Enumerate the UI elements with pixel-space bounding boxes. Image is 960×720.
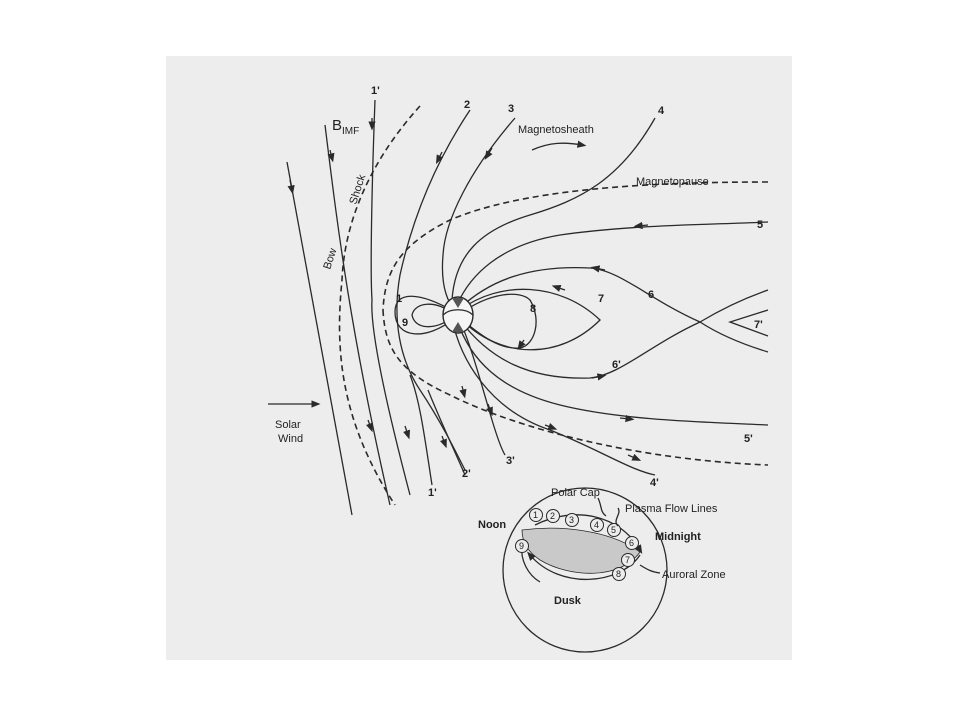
field-line-4prime [451, 317, 656, 476]
svg-text:3: 3 [569, 515, 574, 525]
inset-num-1: 1 [529, 508, 543, 522]
field-line-5 [456, 221, 769, 306]
arrow-line-7 [551, 284, 566, 292]
inset-num-2: 2 [546, 509, 560, 523]
label-2: 2 [464, 99, 470, 111]
extra-line-2prime [427, 389, 466, 476]
inset-num-3: 3 [565, 513, 579, 527]
wind-label: Wind [278, 433, 303, 445]
field-line-2 [396, 109, 471, 471]
label-4: 4 [658, 105, 665, 117]
svg-text:2: 2 [550, 511, 555, 521]
arrow-line-5 [633, 221, 649, 230]
svg-text:8: 8 [616, 569, 621, 579]
plasma-flow-leader [615, 507, 620, 527]
noon-label: Noon [478, 519, 506, 531]
field-line-1-loop [394, 295, 456, 335]
svg-text:4: 4 [594, 520, 599, 530]
figure-panel [166, 56, 792, 660]
inset-num-7: 7 [621, 553, 635, 567]
label-1prime-bottom: 1' [428, 487, 437, 499]
magnetosheath-arrow [531, 140, 587, 151]
svg-text:6: 6 [629, 538, 634, 548]
arrow-line-6 [590, 265, 606, 273]
arrow-line-bimf-low [365, 419, 373, 433]
imf-arrow-2 [327, 149, 335, 163]
field-line-6prime-tail [699, 321, 769, 353]
arrow-line-5prime [619, 414, 635, 423]
arrow-line-8 [517, 339, 526, 350]
label-3prime: 3' [506, 455, 515, 467]
label-4prime: 4' [650, 477, 659, 489]
arrow-line-2 [435, 151, 444, 165]
shock-label: Shock [347, 173, 368, 206]
label-1: 1 [396, 293, 402, 305]
inset-num-9: 9 [515, 539, 529, 553]
imf-arrow-1 [287, 179, 295, 195]
bimf-label: BIMF [332, 117, 359, 137]
label-5: 5 [757, 219, 763, 231]
svg-text:9: 9 [519, 541, 524, 551]
inset-num-6: 6 [625, 536, 639, 550]
field-line-7-loop [459, 288, 601, 351]
svg-text:1: 1 [533, 510, 538, 520]
label-2prime: 2' [462, 468, 471, 480]
auroral-zone-label: Auroral Zone [662, 569, 726, 581]
polar-inset: 1 2 3 4 5 6 7 8 9 Polar Cap Plasma Flow … [478, 487, 726, 653]
solar-label: Solar [275, 419, 301, 431]
arrow-line-mid-low [439, 435, 447, 449]
dusk-label: Dusk [554, 595, 582, 607]
label-9: 9 [402, 317, 408, 329]
arrow-line-sheath-a [544, 422, 558, 430]
imf-line-far-left [286, 161, 353, 516]
label-1prime-top: 1' [371, 85, 380, 97]
earth-north-cusp [452, 298, 464, 308]
magnetopause-label: Magnetopause [636, 176, 709, 188]
magnetopause-upper [382, 181, 769, 311]
field-line-8-loop [459, 293, 537, 349]
earth-south-cusp [452, 322, 464, 332]
earth-terminator [442, 309, 474, 316]
label-5prime: 5' [744, 433, 753, 445]
auroral-zone-band [521, 527, 641, 574]
field-line-4 [451, 117, 656, 301]
label-7prime: 7' [754, 319, 763, 331]
plasma-flow-lines-label: Plasma Flow Lines [625, 503, 718, 515]
field-line-6 [459, 266, 701, 323]
magnetosheath-label: Magnetosheath [518, 124, 594, 136]
arrow-line-6prime [591, 373, 607, 381]
arrow-line-3prime [485, 403, 493, 417]
polar-cap-label: Polar Cap [551, 487, 600, 499]
midnight-label: Midnight [655, 531, 701, 543]
auroral-zone-leader [639, 564, 661, 574]
inset-num-4: 4 [590, 518, 604, 532]
inset-num-5: 5 [607, 523, 621, 537]
arrow-line-1prime-low [403, 425, 411, 440]
arrow-line-2prime [459, 385, 467, 399]
inset-num-8: 8 [612, 567, 626, 581]
field-line-9-loop [411, 303, 453, 328]
label-7: 7 [598, 293, 604, 305]
label-8: 8 [530, 303, 536, 315]
polar-cap-leader [597, 497, 607, 517]
arrow-line-3 [484, 147, 493, 160]
inset-earth-circle [502, 487, 668, 653]
label-3: 3 [508, 103, 514, 115]
bow-label: Bow [321, 247, 339, 271]
field-line-5prime [456, 319, 769, 426]
magnetopause-lower [382, 309, 769, 466]
field-line-6prime [459, 319, 701, 379]
label-6prime: 6' [612, 359, 621, 371]
field-line-7prime-tail [727, 309, 769, 337]
imf-line-1prime [370, 99, 411, 496]
extra-line-1prime [409, 374, 433, 486]
imf-line-bimf [324, 124, 391, 506]
field-line-6-tail [699, 289, 769, 323]
label-6: 6 [648, 289, 654, 301]
svg-text:7: 7 [625, 555, 630, 565]
svg-text:5: 5 [611, 525, 616, 535]
bow-shock [338, 105, 421, 506]
arrow-line-4prime [627, 453, 642, 461]
